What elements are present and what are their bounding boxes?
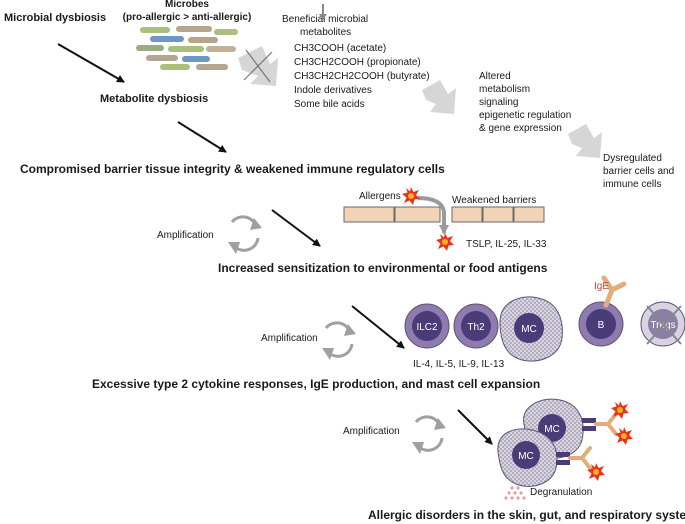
mc-label: MC [521, 324, 537, 335]
amplification-label-1: Amplification [157, 230, 214, 241]
microbes-icon [136, 26, 238, 70]
tregs-cell: Tregs [640, 301, 685, 347]
microbes-title: Microbes [165, 0, 209, 10]
weakened-barriers-label: Weakened barriers [452, 195, 536, 206]
allergen-icon-1 [402, 187, 420, 205]
tslp-label: TSLP, IL-25, IL-33 [466, 239, 547, 250]
metabolite-indole: Indole derivatives [294, 85, 372, 96]
th2-cell: Th2 [453, 303, 499, 349]
altered-line1: Altered [479, 71, 511, 82]
microbes-subtitle: (pro-allergic > anti-allergic) [123, 12, 252, 23]
arrow-to-allergic-icon [457, 409, 493, 445]
metabolite-butyrate: CH3CH2CH2COOH (butyrate) [294, 71, 430, 82]
altered-line4: epigenetic regulation [479, 110, 571, 121]
ige-label: IgE [594, 281, 609, 292]
stage-allergic-label: Allergic disorders in the skin, gut, and… [368, 508, 685, 522]
arrow-metabolite-to-barrier-icon [177, 121, 227, 153]
microbial-dysbiosis-label: Microbial dysbiosis [4, 12, 106, 24]
amplification-cycle-icon-2 [322, 321, 356, 360]
stage-excessive-label: Excessive type 2 cytokine responses, IgE… [92, 377, 540, 391]
b-cell: B [578, 301, 624, 347]
arrow-to-sensitization-icon [271, 209, 321, 247]
stage-sensitization-label: Increased sensitization to environmental… [218, 261, 548, 275]
allergen-icon-3 [611, 401, 629, 419]
mc-lower-label: MC [518, 451, 534, 462]
dysregulated-line1: Dysregulated [603, 153, 662, 164]
metabolite-dysbiosis-label: Metabolite dysbiosis [100, 93, 208, 105]
big-arrow-2-icon [422, 80, 456, 114]
mast-cell-lower: MC [497, 428, 558, 487]
b-label: B [598, 320, 605, 331]
arrow-microbial-to-metabolite-icon [57, 43, 125, 83]
amplification-cycle-icon-1 [228, 215, 262, 254]
ige-antibody-icon [601, 275, 627, 308]
interleukins-label: IL-4, IL-5, IL-9, IL-13 [413, 359, 505, 370]
dysregulated-line2: barrier cells and [603, 166, 674, 177]
metabolite-bile-acids: Some bile acids [294, 99, 365, 110]
big-arrow-3-icon [568, 124, 602, 158]
stage-compromised-label: Compromised barrier tissue integrity & w… [20, 162, 445, 176]
degranulation-granules-icon [504, 486, 526, 500]
altered-line2: metabolism [479, 84, 530, 95]
metabolite-acetate: CH3COOH (acetate) [294, 43, 386, 54]
fce-receptor-lower-icon [556, 446, 592, 470]
metabolite-propionate: CH3CH2COOH (propionate) [294, 57, 421, 68]
down-arrow-head-icon [319, 14, 327, 20]
allergen-entry-arrow-icon [417, 196, 449, 235]
allergen-icon-4 [615, 427, 633, 445]
mast-cell: MC [499, 296, 563, 362]
allergens-label: Allergens [359, 191, 401, 202]
mc-upper-label: MC [544, 424, 560, 435]
beneficial-line1: Beneficial microbial [282, 14, 368, 25]
blocked-x-line-2 [243, 51, 273, 81]
allergen-icon-2 [436, 233, 454, 251]
fce-receptor-upper-icon [582, 412, 618, 436]
altered-line5: & gene expression [479, 123, 562, 134]
arrow-to-excessive-icon [351, 305, 405, 349]
amplification-label-2: Amplification [261, 333, 318, 344]
th2-label: Th2 [467, 322, 485, 333]
ilc2-label: ILC2 [416, 322, 438, 333]
altered-line3: signaling [479, 97, 518, 108]
beneficial-line2: metabolites [300, 27, 351, 38]
amplification-cycle-icon-3 [412, 415, 446, 454]
dysregulated-line3: immune cells [603, 179, 661, 190]
amplification-label-3: Amplification [343, 426, 400, 437]
ilc2-cell: ILC2 [404, 303, 450, 349]
degranulation-label: Degranulation [530, 487, 592, 498]
barrier-cells [343, 206, 545, 223]
